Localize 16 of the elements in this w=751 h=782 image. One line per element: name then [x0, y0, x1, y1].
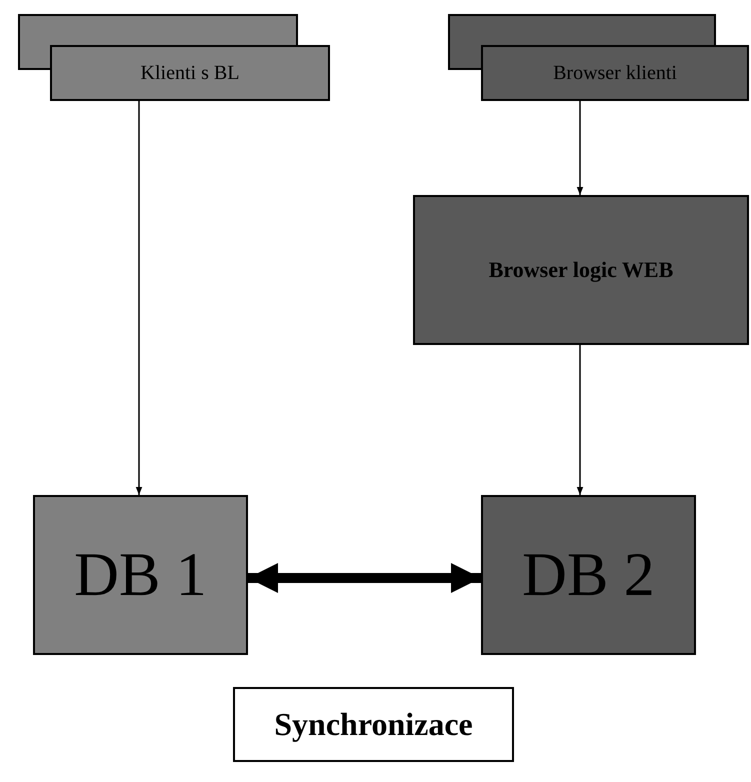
stacked-cards: [448, 14, 749, 101]
box-label: Browser klienti: [553, 62, 677, 84]
box-label: DB 1: [74, 540, 207, 610]
stacked-cards: [18, 14, 330, 101]
arrow: [136, 101, 142, 495]
arrow: [576, 345, 584, 495]
database-box: [33, 495, 248, 655]
double-arrow: [248, 563, 481, 593]
database-box: [481, 495, 696, 655]
process-box: [413, 195, 749, 345]
box-label: Klienti s BL: [140, 62, 240, 84]
box-label: DB 2: [522, 540, 655, 610]
box-label: Browser logic WEB: [488, 258, 674, 282]
title-box: [233, 687, 514, 762]
box-label: Synchronizace: [274, 706, 473, 742]
arrow: [576, 101, 584, 195]
